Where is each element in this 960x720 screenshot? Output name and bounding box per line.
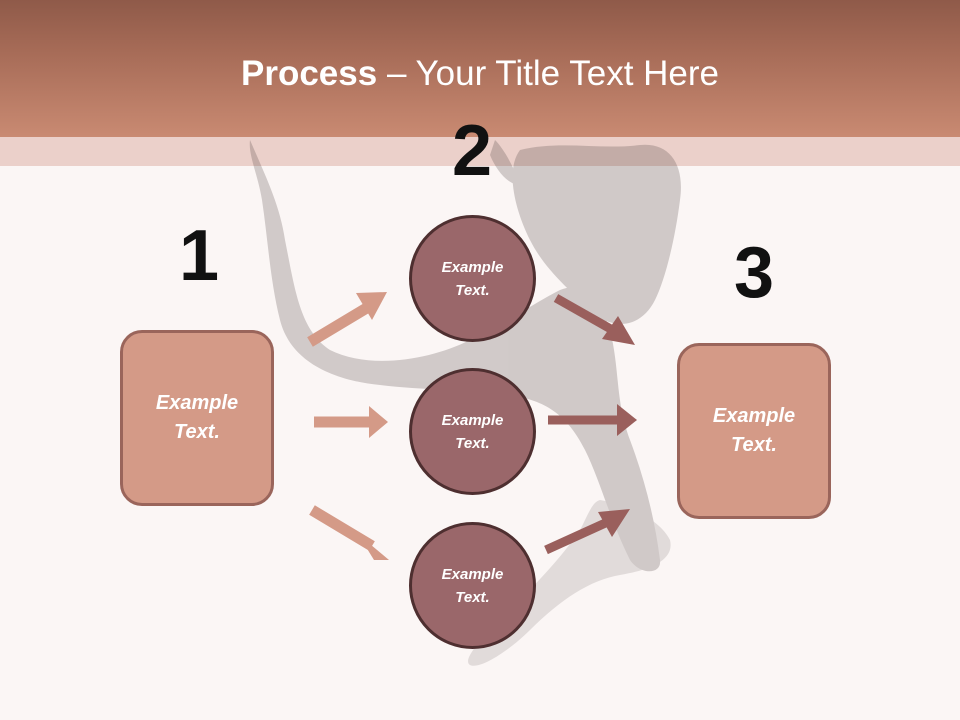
step2-circle-bottom-text: Example Text. <box>441 565 504 606</box>
title-bold-part: Process <box>241 54 378 93</box>
arrow-right-bottom <box>544 509 630 555</box>
title-header-bar <box>0 0 960 137</box>
step3-box[interactable]: Example Text. <box>677 343 831 519</box>
header-accent-band <box>0 137 960 166</box>
step3-box-text: Example Text. <box>712 405 796 456</box>
arrow-right-middle <box>548 404 637 436</box>
arrow-left-top <box>307 292 387 347</box>
step2-circle-bottom[interactable]: Example Text. <box>409 522 536 649</box>
step2-circle-top[interactable]: Example Text. <box>409 215 536 342</box>
title-rest-part: – Your Title Text Here <box>377 54 719 93</box>
arrow-left-middle <box>314 406 388 438</box>
step-number-3: 3 <box>733 233 775 313</box>
slide-title: Process – Your Title Text Here <box>0 52 960 96</box>
step2-circle-top-text: Example Text. <box>441 258 504 299</box>
arrow-left-bottom <box>309 505 389 560</box>
step1-box-text: Example Text. <box>155 392 239 443</box>
arrow-right-top <box>553 294 635 345</box>
step-number-2: 2 <box>451 111 493 191</box>
step-number-1: 1 <box>178 216 220 296</box>
step2-circle-middle[interactable]: Example Text. <box>409 368 536 495</box>
step1-box[interactable]: Example Text. <box>120 330 274 506</box>
step2-circle-middle-text: Example Text. <box>441 411 504 452</box>
